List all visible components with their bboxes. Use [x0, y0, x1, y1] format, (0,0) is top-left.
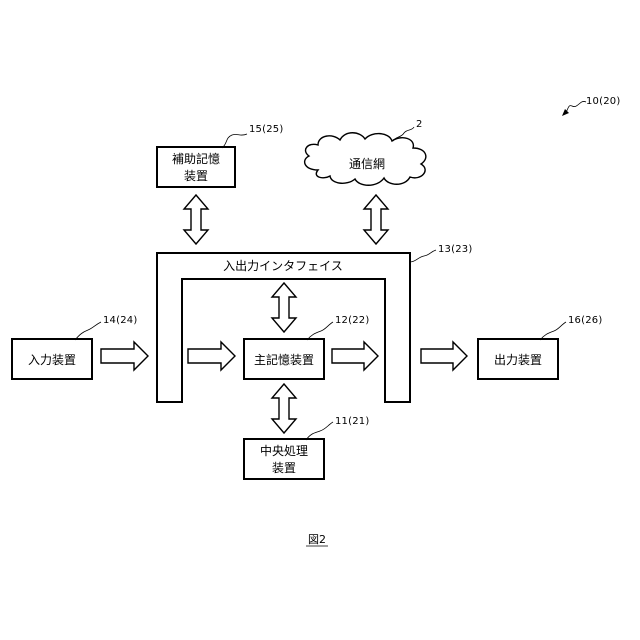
output-device-label: 出力装置: [494, 353, 542, 367]
io-memory-double-arrow: [272, 283, 296, 332]
io-to-output-arrow: [421, 342, 467, 370]
memory-cpu-double-arrow: [272, 384, 296, 433]
system-reference: 10(20): [562, 96, 620, 116]
main-memory-device: 主記憶装置 12(22): [244, 315, 369, 379]
cpu-ref: 11(21): [335, 416, 369, 427]
input-device: 入力装置 14(24): [12, 315, 137, 379]
cpu-label-line1: 中央処理: [260, 443, 308, 458]
aux-storage-label-line2: 装置: [184, 169, 208, 183]
cpu-label-line2: 装置: [272, 461, 296, 475]
system-ref-arrowhead: [562, 109, 569, 116]
aux-storage-label-line1: 補助記憶: [172, 151, 220, 166]
output-device-ref-leader: [540, 322, 566, 340]
figure-caption: 図2: [306, 533, 328, 546]
main-memory-ref-leader: [307, 322, 333, 340]
aux-io-double-arrow: [184, 195, 208, 244]
network-io-double-arrow: [364, 195, 388, 244]
aux-storage-ref-leader: [222, 134, 247, 148]
input-device-ref: 14(24): [103, 315, 137, 326]
io-to-memory-arrow: [188, 342, 235, 370]
cpu-ref-leader: [306, 422, 333, 440]
io-interface-ref-leader: [410, 250, 436, 262]
network-ref: 2: [416, 119, 423, 130]
io-interface-ref: 13(23): [438, 244, 472, 255]
system-ref-label: 10(20): [586, 96, 620, 107]
memory-to-io-arrow: [332, 342, 378, 370]
main-memory-label: 主記憶装置: [254, 352, 314, 367]
aux-storage-ref: 15(25): [249, 124, 283, 135]
output-device-ref: 16(26): [568, 315, 602, 326]
figure-caption-text: 図2: [308, 533, 326, 546]
input-to-io-arrow: [101, 342, 148, 370]
network-cloud: 通信網 2: [305, 119, 426, 185]
input-device-label: 入力装置: [28, 353, 76, 367]
system-ref-leader: [566, 101, 586, 112]
input-device-ref-leader: [75, 322, 101, 340]
aux-storage-device: 補助記憶 装置 15(25): [157, 124, 283, 187]
cpu-device: 中央処理 装置 11(21): [244, 416, 369, 479]
main-memory-ref: 12(22): [335, 315, 369, 326]
output-device: 出力装置 16(26): [478, 315, 602, 379]
io-interface-label: 入出力インタフェイス: [223, 259, 343, 273]
network-label: 通信網: [349, 157, 385, 171]
